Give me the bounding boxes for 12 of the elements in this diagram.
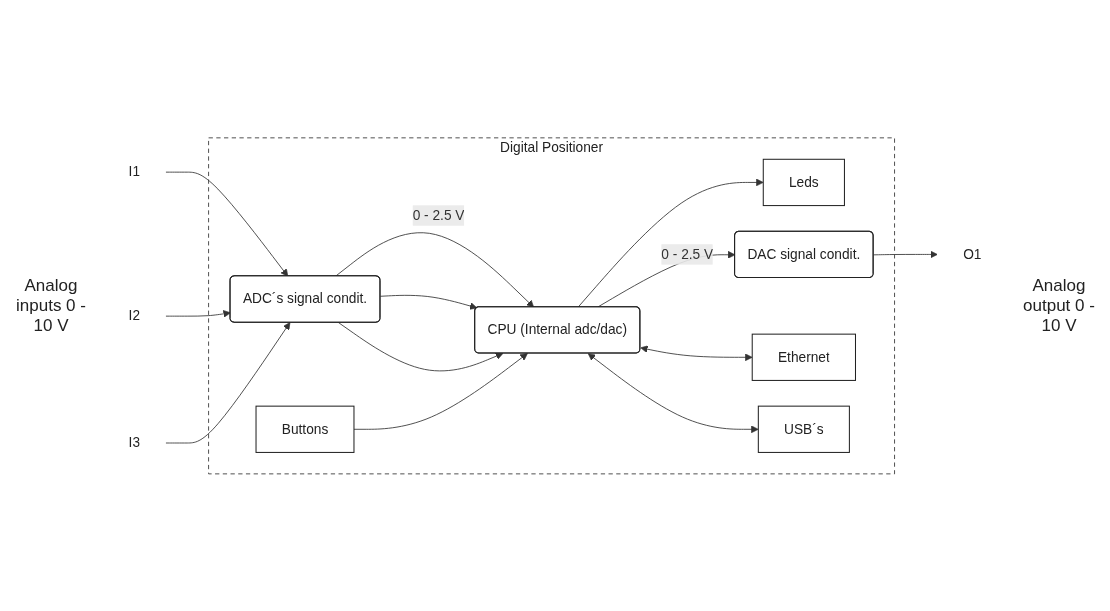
node-text: O1 bbox=[963, 246, 982, 261]
node-text: I3 bbox=[128, 434, 141, 450]
edge-label: 0 - 2.5 V bbox=[661, 246, 714, 261]
annotation-text: Analog inputs 0 - 10 V bbox=[15, 275, 87, 336]
node-box: USB´s bbox=[757, 405, 850, 453]
node-box: Buttons bbox=[255, 405, 355, 453]
annotation-text: Analog output 0 - 10 V bbox=[1022, 275, 1096, 336]
node-box: Leds bbox=[762, 158, 845, 206]
node-box: Ethernet bbox=[751, 333, 856, 381]
edge-label: 0 - 2.5 V bbox=[412, 207, 465, 223]
node-text: I1 bbox=[128, 164, 141, 179]
node-text: I2 bbox=[128, 308, 141, 323]
